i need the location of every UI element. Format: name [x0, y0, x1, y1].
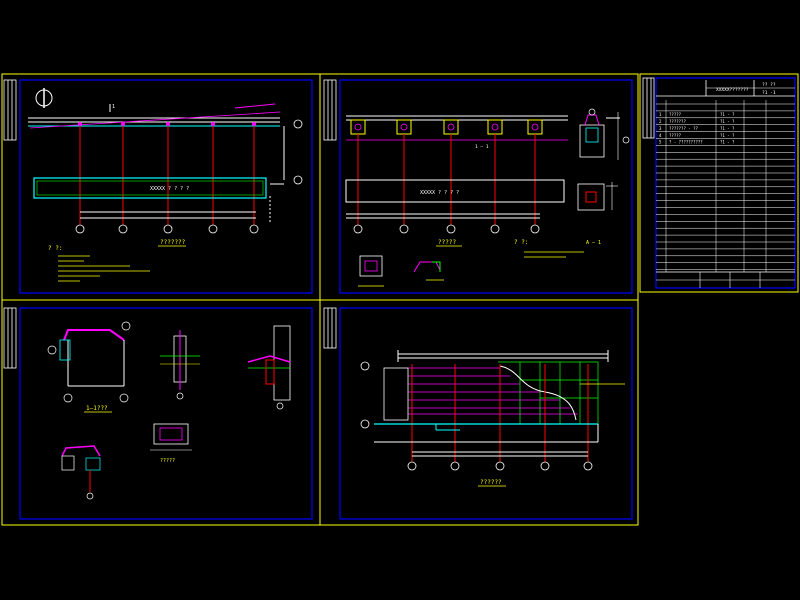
- title-block-header: XXXXX???????: [716, 87, 749, 93]
- panel-2-section-label: 1 — 1: [475, 144, 489, 150]
- title-block-code-bottom: ?1 -1: [762, 90, 776, 96]
- title-block-row-name: ? - ??????????: [669, 140, 703, 145]
- panel-3-sub-title: ?????: [160, 458, 175, 464]
- title-block-row-name: ?????: [669, 133, 682, 138]
- panel-1-note-head: ? ?:: [48, 245, 62, 252]
- panel-4-elevation: ??????: [360, 350, 625, 487]
- title-block-row-no: 1: [659, 112, 662, 117]
- inner-frames: [19, 77, 796, 520]
- panel-2-title: ?????: [438, 239, 456, 246]
- title-block-row-name: ???????: [669, 119, 686, 124]
- panel-1-center-label: XXXXX ? ? ? ?: [150, 186, 189, 192]
- title-block-row-no: 2: [659, 119, 662, 124]
- title-block-row-name: ?????: [669, 112, 682, 117]
- panel-2-elevation: 1 — 1 XXXXX ? ? ? ? ????? A — 1 ? ?:: [345, 108, 630, 287]
- margin-strips: [3, 77, 655, 369]
- panel-1-section-mark: 1: [112, 104, 115, 110]
- title-block-row-dwg: ?1 - ?: [720, 119, 735, 124]
- panel-1-title: ???????: [160, 239, 186, 246]
- title-block-row-dwg: ?1 - ?: [720, 133, 735, 138]
- title-block-row-dwg: ?1 - ?: [720, 140, 735, 145]
- title-block-row-no: 4: [659, 133, 662, 138]
- title-block-row-no: 3: [659, 126, 662, 131]
- sheet-borders: [1, 73, 799, 526]
- title-block-row-name: ??????? - ??: [669, 126, 698, 131]
- title-block-row-dwg: ?1 - ?: [720, 126, 735, 131]
- title-block-row-no: 5: [659, 140, 662, 145]
- title-block: XXXXX??????? ?? ?? ?1 -1 1????? ?1 - ? 2??…: [656, 80, 795, 288]
- panel-3-details: 1—1??? ?????: [47, 321, 291, 500]
- title-block-row-dwg: ?1 - ?: [720, 112, 735, 117]
- panel-2-note-head: ? ?:: [514, 239, 528, 246]
- panel-4-title: ??????: [480, 479, 502, 486]
- panel-1-plan: 1 XXXXX ? ? ? ? ??????? ? ?:: [28, 88, 303, 282]
- svg-text:A — 1: A — 1: [586, 240, 601, 246]
- panel-2-center-label: XXXXX ? ? ? ?: [420, 190, 459, 196]
- panel-3-title: 1—1???: [86, 405, 108, 412]
- title-block-code-top: ?? ??: [762, 82, 776, 88]
